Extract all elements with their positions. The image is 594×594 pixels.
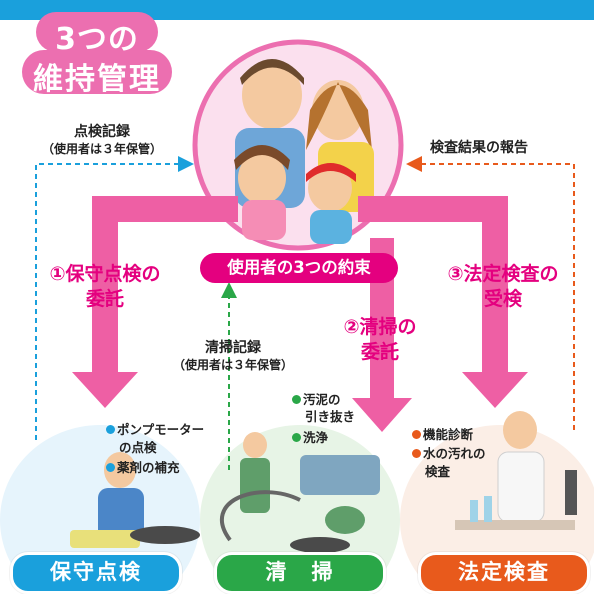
three-maintenance-badge: 3つの 維持管理 [22,10,172,98]
step-1-line1: ①保守点検の [49,263,161,285]
cleaning-item-1b: 引き抜き [305,409,356,424]
inspection-item-1-text: 機能診断 [423,427,474,442]
cleaning-item-2: 洗浄 [292,430,328,445]
maintenance-scene [0,425,200,594]
inspection-label: 法定検査 [418,552,590,594]
step-2-label: ②清掃の 委託 [320,315,440,365]
inspection-item-2: 水の汚れの [412,446,486,461]
cleaning-label: 清 掃 [214,552,386,594]
bullet-icon [292,395,301,404]
step-3-line1: ③法定検査の [447,263,559,285]
inspection-item-1: 機能診断 [412,427,473,442]
cleaning-scene [200,425,400,594]
maintenance-item-2-text: 薬剤の補充 [117,460,180,475]
maintenance-label: 保守点検 [10,552,182,594]
cleaning-item-1-text: 汚泥の [303,392,341,407]
step-3-line2: 受検 [483,288,522,310]
inspection-scene [400,411,594,594]
badge-line2: 維持管理 [33,62,161,97]
step-2-line2: 委託 [360,341,399,363]
step-1-label: ①保守点検の 委託 [30,262,180,312]
inspection-record-title: 点検記録 [74,124,130,140]
record-arrows [35,156,575,470]
bullet-icon [106,463,115,472]
bullet-icon [412,449,421,458]
step-3-label: ③法定検査の 受検 [428,262,578,312]
bullet-icon [106,425,115,434]
cleaning-record-sub: （使用者は３年保管） [172,358,293,372]
maintenance-item-1: ポンプモーター [106,422,204,437]
step-2-line1: ②清掃の [343,316,417,338]
cleaning-item-1: 汚泥の [292,392,341,407]
inspection-record-sub: （使用者は３年保管） [41,142,162,156]
inspection-result-report: 検査結果の報告 [430,140,528,156]
badge-line1: 3つの [55,22,139,57]
users-three-promises: 使用者の3つの約束 [200,253,398,283]
bullet-icon [292,433,301,442]
maintenance-item-1-text: ポンプモーター [117,422,205,437]
inspection-record-note: 点検記録 （使用者は３年保管） [22,124,182,158]
inspection-item-2-text: 水の汚れの [423,446,486,461]
bullet-icon [412,430,421,439]
maintenance-item-2: 薬剤の補充 [106,460,180,475]
cleaning-item-2-text: 洗浄 [303,430,329,445]
cleaning-record-note: 清掃記録 （使用者は３年保管） [158,340,308,374]
family-illustration [192,39,404,251]
step-1-line2: 委託 [85,288,124,310]
maintenance-item-1b: の点検 [119,440,157,455]
inspection-item-2b: 検査 [425,464,451,479]
cleaning-record-title: 清掃記録 [205,340,261,356]
